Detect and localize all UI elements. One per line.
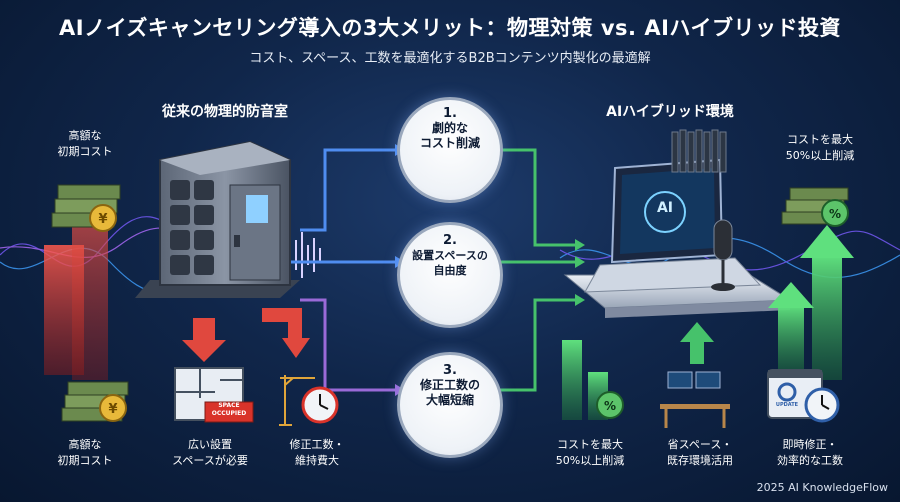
- benefit-text: 修正工数の 大幅短縮: [419, 378, 480, 407]
- waveform-left: [289, 232, 321, 278]
- right-label-cost: コストを最大 50%以上削減: [555, 438, 625, 467]
- update-label: UPDATE: [775, 402, 799, 408]
- page-subtitle: コスト、スペース、工数を最適化するB2Bコンテンツ内製化の最適解: [249, 51, 651, 66]
- workstation-icon: [660, 371, 730, 428]
- laptop-icon: [584, 158, 762, 293]
- left-label-maintenance: 修正工数・ 維持費大: [289, 438, 345, 467]
- acoustic-panel-icon: [671, 129, 727, 173]
- right-label-efficiency: 即時修正・ 効率的な工数: [777, 438, 843, 467]
- svg-text:¥: ¥: [108, 402, 117, 417]
- crane-icon: [279, 375, 315, 426]
- svg-text:¥: ¥: [98, 212, 107, 227]
- up-arrow-icon: [680, 322, 714, 364]
- flow-connectors: [280, 148, 575, 392]
- down-arrow-icon: [182, 318, 226, 362]
- green-growth-arrow: [768, 225, 854, 380]
- benefit-number: 1.: [443, 106, 457, 121]
- right-top-note: コストを最大 50%以上削減: [785, 133, 855, 162]
- benefit-number: 3.: [443, 363, 457, 378]
- microphone-icon: [711, 219, 735, 291]
- benefit-number: 2.: [443, 233, 457, 248]
- left-top-note: 高額な 初期コスト: [57, 129, 113, 158]
- left-heading: 従来の物理的防音室: [162, 104, 288, 120]
- benefit-text: 劇的な コスト削減: [419, 121, 480, 150]
- money-stack-icon: ¥: [51, 184, 121, 232]
- down-arrow-icon: [262, 308, 310, 358]
- money-stack-icon: ¥: [61, 381, 129, 422]
- left-label-space: 広い設置 スペースが必要: [172, 438, 248, 467]
- floor-plan-icon: [174, 367, 254, 423]
- space-occupied-stamp: SPACE OCCUPIED: [211, 402, 247, 417]
- benefit-text: 設置スペースの 自由度: [412, 249, 488, 277]
- money-stack-icon: %: [781, 187, 849, 227]
- clock-icon: [301, 386, 339, 424]
- laptop-screen-label: AI: [656, 200, 674, 216]
- left-label-cost: 高額な 初期コスト: [57, 438, 113, 467]
- soundproof-booth-icon: [135, 140, 300, 298]
- footer-credit: 2025 AI KnowledgeFlow: [756, 481, 888, 494]
- right-heading: AIハイブリッド環境: [606, 104, 734, 120]
- right-label-space: 省スペース・ 既存環境活用: [667, 438, 733, 467]
- green-bar-chart: %: [562, 340, 624, 420]
- update-window-icon: [767, 369, 840, 423]
- benefit-bubble-cost: 1. 劇的な コスト削減: [397, 97, 503, 203]
- benefit-bubble-effort: 3. 修正工数の 大幅短縮: [397, 352, 503, 458]
- benefit-bubble-space: 2. 設置スペースの 自由度: [397, 222, 503, 328]
- svg-text:%: %: [604, 399, 616, 413]
- page-title: AIノイズキャンセリング導入の3大メリット：物理対策 vs. AIハイブリッド投…: [59, 16, 841, 40]
- svg-text:%: %: [829, 207, 841, 221]
